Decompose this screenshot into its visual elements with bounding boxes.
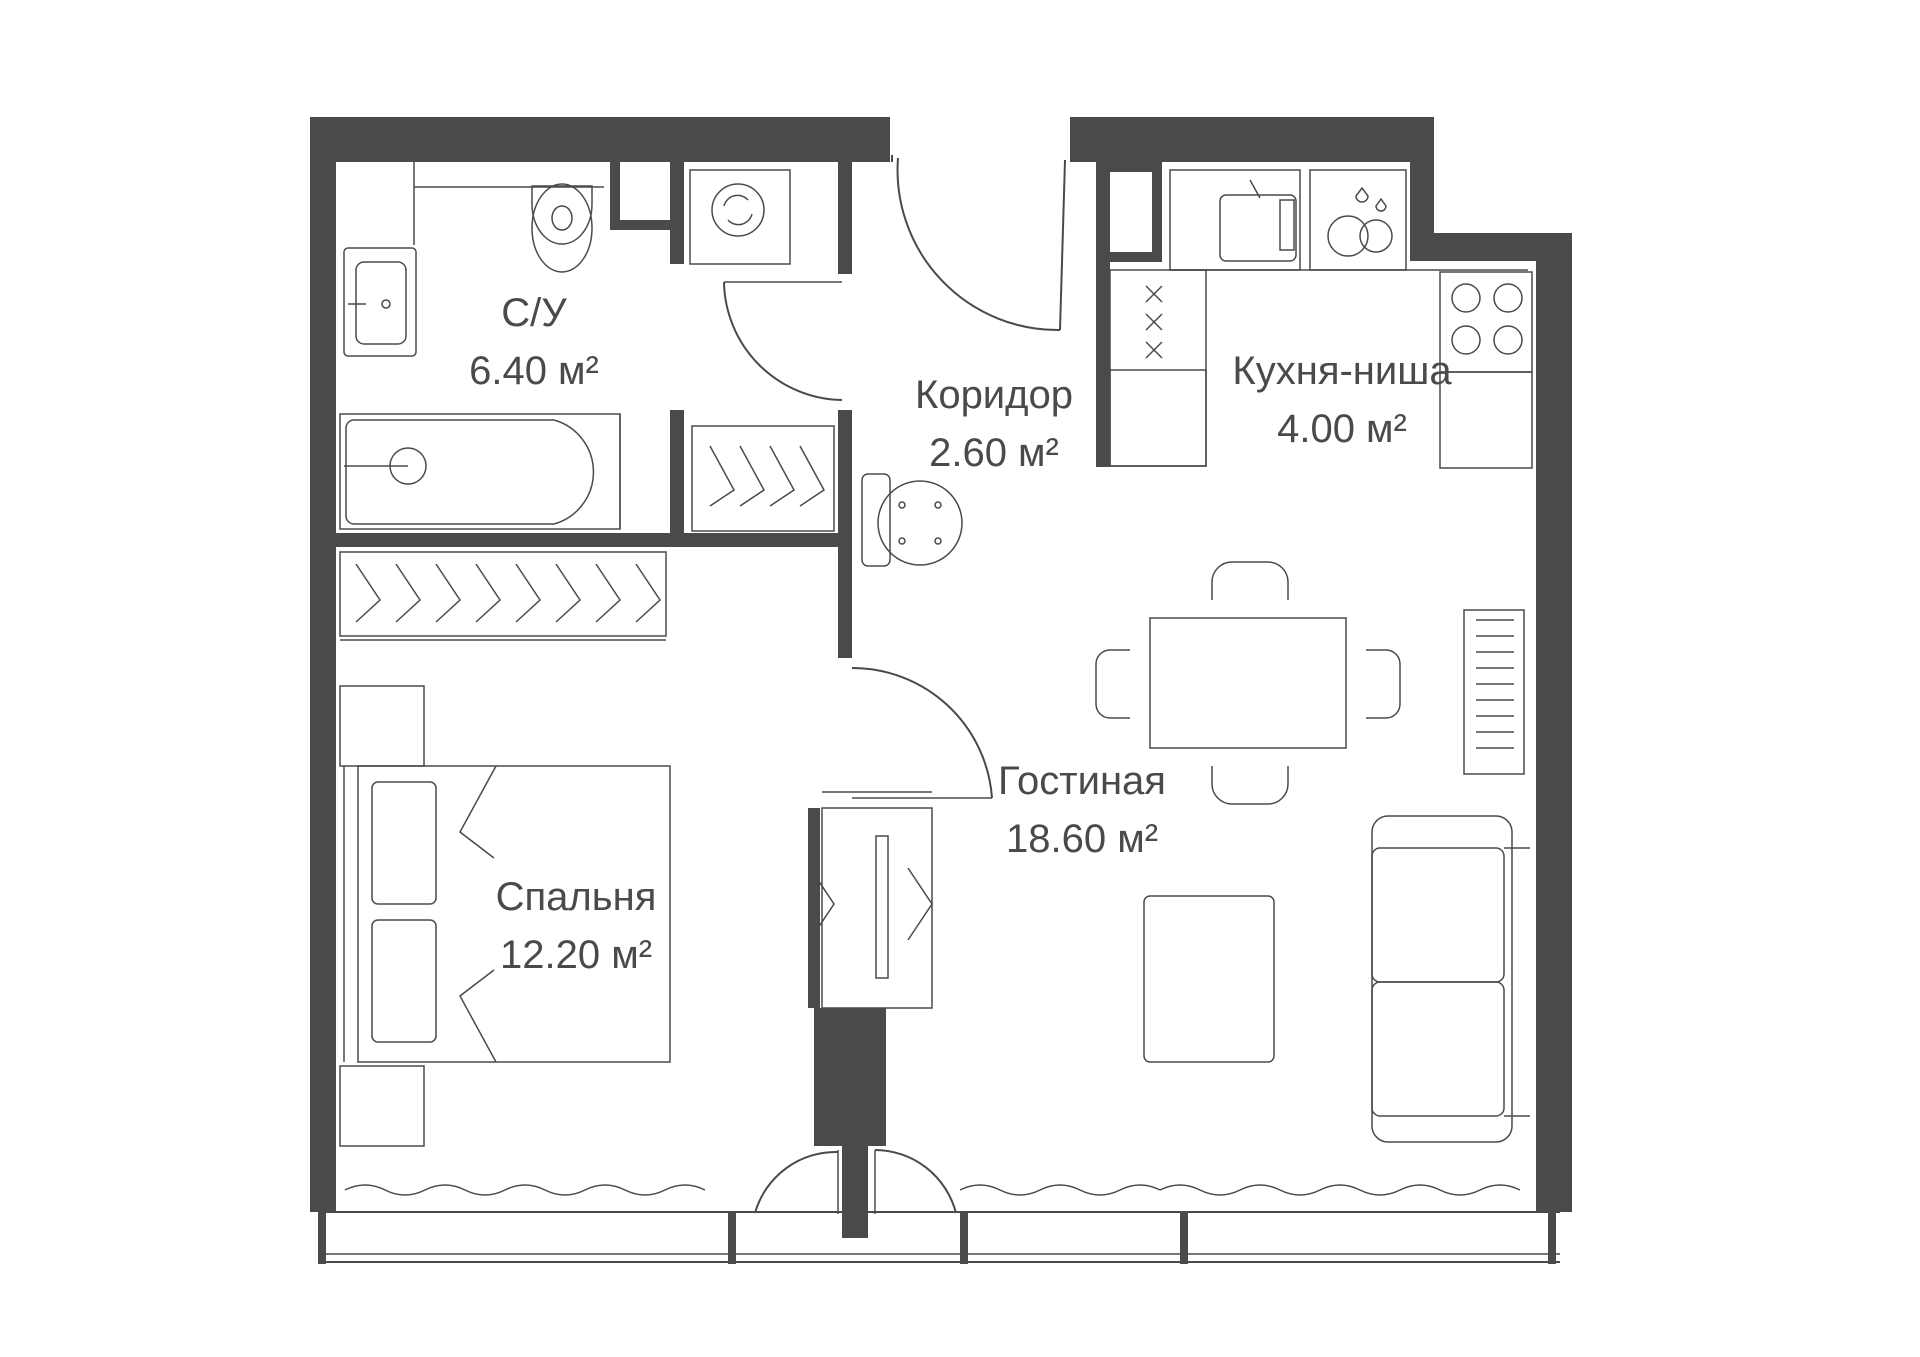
windows: [318, 1184, 1560, 1264]
radiator-icon: [1463, 609, 1525, 775]
bedroom-name: Спальня: [496, 875, 657, 919]
bedroom-area: 12.20 м²: [500, 933, 652, 977]
pillow-icon: [371, 781, 437, 905]
bathroom-area: 6.40 м²: [469, 349, 599, 393]
washing-machine-icon: [689, 169, 791, 265]
bathroom-fixtures: [339, 162, 791, 530]
corridor-name: Коридор: [915, 373, 1073, 417]
chair-icon: [1366, 649, 1401, 719]
toilet-icon: [531, 185, 593, 245]
kitchen-cabinet: [1109, 269, 1207, 467]
living-furniture: [1095, 561, 1530, 1143]
stool-icon: [877, 480, 963, 566]
living-name: Гостиная: [998, 759, 1166, 803]
chair-icon: [1095, 649, 1130, 719]
pillow-icon: [371, 919, 437, 1043]
closets: [339, 425, 835, 641]
dining-table: [1149, 617, 1347, 749]
bed-icon: [357, 765, 671, 1063]
kitchen-fixtures: [1109, 169, 1533, 469]
living-area: 18.60 м²: [1006, 817, 1158, 861]
closet-small: [691, 425, 835, 532]
doors: [723, 155, 1066, 1214]
kitchen-sink-icon: [1169, 169, 1301, 271]
sofa-icon: [1371, 815, 1513, 1143]
stove-icon: [1439, 271, 1533, 373]
corridor-furniture: [861, 473, 963, 567]
dishwasher-icon: [1309, 169, 1407, 271]
sink-icon: [343, 247, 417, 357]
outer-walls: [310, 117, 1572, 1212]
bathtub-icon: [339, 413, 621, 530]
chair-icon: [1211, 561, 1289, 600]
bedroom-furniture: [339, 685, 933, 1147]
interior-walls: [336, 162, 1162, 1238]
corridor-area: 2.60 м²: [929, 431, 1059, 475]
bathroom-name: С/У: [501, 291, 567, 335]
wardrobe-mirror: [821, 807, 933, 1009]
coffee-table: [1143, 895, 1275, 1063]
chair-icon: [1211, 766, 1289, 805]
kitchen-area: 4.00 м²: [1277, 407, 1407, 451]
kitchen-name: Кухня-ниша: [1232, 349, 1452, 393]
wardrobe: [339, 551, 667, 637]
room-labels: С/У 6.40 м² Коридор 2.60 м² Кухня-ниша 4…: [469, 291, 1452, 977]
